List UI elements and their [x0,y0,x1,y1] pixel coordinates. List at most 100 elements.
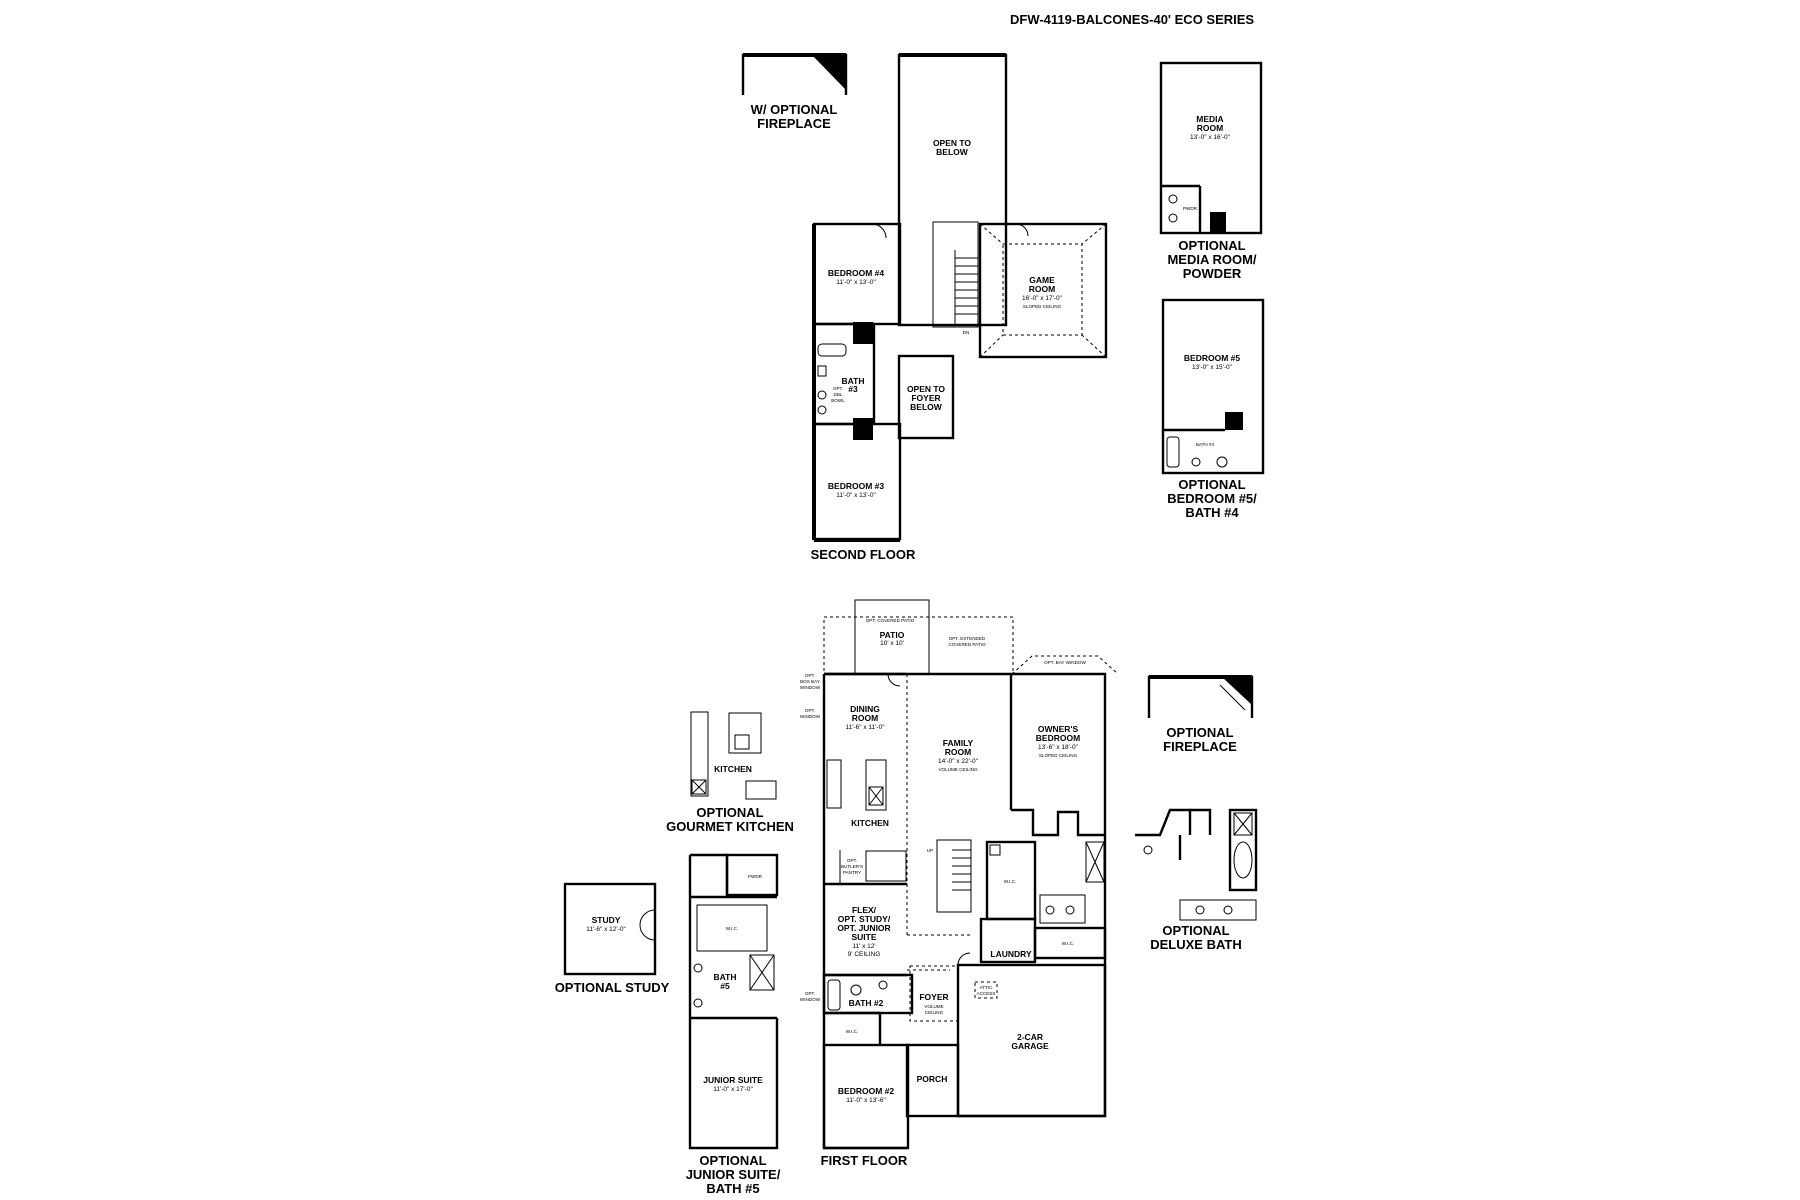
patio-dim: 10' x 10' [880,640,904,647]
open-to-below-area [897,53,1008,327]
bath-3-label-2: #3 [848,384,858,394]
kitchen-label: KITCHEN [851,818,889,828]
bath-3-label-1: BATH [842,376,865,386]
laundry [979,917,1037,964]
opt-junior-label-1: OPTIONAL [699,1153,766,1168]
opt-study-label: OPTIONAL STUDY [555,980,670,995]
media-pwdr-label: PWDR [1183,206,1198,211]
owners-label-1: OWNER'S [1038,724,1079,734]
open-below-label-2: BELOW [936,147,969,157]
opt-window-4: WINDOW [800,997,821,1002]
opt-window-3: OPT. [805,991,815,996]
dining-label-1: DINING [850,704,880,714]
opt-window-1: OPT. [805,708,815,713]
garage [956,963,1107,1118]
optional-gourmet-kitchen: KITCHEN OPTIONAL GOURMET KITCHEN [666,711,794,834]
game-room [978,222,1108,359]
bath-2-label: BATH #2 [849,998,884,1008]
gourmet-kitchen-label: KITCHEN [714,764,752,774]
bath-4-label: BATH #4 [1196,442,1215,447]
flex-label-3: OPT. JUNIOR [837,923,890,933]
foyer-note-1: VOLUME [924,1004,943,1009]
w-opt-fireplace-label-1: W/ OPTIONAL [751,102,838,117]
opt-media-label-3: POWDER [1183,266,1242,281]
open-foyer-label-3: BELOW [910,402,943,412]
patio-label: PATIO [880,630,905,640]
opt-box-bay-1: OPT. [805,673,815,678]
bedroom-2-label: BEDROOM #2 [838,1086,894,1096]
first-floor: OPT. COVERED PATIO PATIO 10' x 10' OPT. … [800,599,1119,1168]
bedroom-5-dim: 13'-0" x 15'-0" [1192,364,1233,371]
optional-bedroom-5: BEDROOM #5 13'-0" x 15'-0" BATH #4 OPTIO… [1161,298,1265,520]
bedroom-4-label: BEDROOM #4 [828,268,884,278]
bedroom-2-wic-label: W.I.C. [846,1029,859,1034]
opt-bay-label: OPT. BAY WINDOW [1044,660,1086,665]
game-room-note: SLOPED CEILING [1023,304,1062,309]
laundry-label: LAUNDRY [990,949,1032,959]
study-dim: 11'-6" x 12'-0" [586,926,626,933]
open-to-foyer [897,354,955,440]
opt-dbl-bowl-3: BOWL [831,398,845,403]
optional-media-room: MEDIA ROOM 13'-0" x 16'-0" PWDR OPTIONAL… [1159,61,1263,281]
foyer-note-2: CEILING [925,1010,944,1015]
opt-fireplace-label-2: FIREPLACE [1163,739,1237,754]
dining-label-2: ROOM [852,713,878,723]
family-label-2: ROOM [945,747,971,757]
flex-label-4: SUITE [851,932,876,942]
opt-fireplace-label-1: OPTIONAL [1166,725,1233,740]
junior-wic-label: W.I.C. [726,926,739,931]
optional-study: STUDY 11'-6" x 12'-0" OPTIONAL STUDY [555,882,670,995]
opt-deluxe-label-1: OPTIONAL [1162,923,1229,938]
opt-pantry-1: OPT. [847,858,857,863]
opt-extended-label-2: COVERED PATIO [948,642,986,647]
stair-dn-label: DN [963,330,970,335]
opt-extended-label-1: OPT. EXTENDED [949,636,986,641]
garage-label-2: GARAGE [1011,1041,1049,1051]
bedroom-4-dim: 11'-0" x 13'-0" [836,279,876,286]
attic-label-1: ATTIC [980,985,994,990]
opt-junior-label-3: BATH #5 [706,1181,759,1196]
opt-bed5-label-1: OPTIONAL [1178,477,1245,492]
flex-dim: 11' x 12' [852,943,875,950]
w-opt-fireplace-label-2: FIREPLACE [757,116,831,131]
junior-pwdr-label: PWDR [748,874,763,879]
opt-deluxe-label-2: DELUXE BATH [1150,937,1241,952]
second-floor-label: SECOND FLOOR [811,547,916,562]
flex-label-2: OPT. STUDY/ [838,914,891,924]
game-room-label-1: GAME [1029,275,1055,285]
flex-note: 9' CEILING [848,951,881,958]
open-foyer-label-2: FOYER [911,393,940,403]
bedroom-3-dim: 11'-0" x 13'-0" [836,492,876,499]
optional-fireplace: OPTIONAL FIREPLACE [1147,675,1254,754]
opt-pantry-2: BUTLER'S [841,864,863,869]
stair-up-label: UP [927,848,933,853]
junior-suite-dim: 11'-0" x 17'-0" [713,1086,753,1093]
garage-label-1: 2-CAR [1017,1032,1043,1042]
w-optional-fireplace: W/ OPTIONAL FIREPLACE [741,53,848,131]
game-room-label-2: ROOM [1029,284,1055,294]
media-room-label-2: ROOM [1197,123,1223,133]
second-floor: OPEN TO BELOW BEDROOM #4 11'-0" x 13'-0"… [811,53,1108,562]
bedroom-3-label: BEDROOM #3 [828,481,884,491]
opt-box-bay-2: BOX BAY [800,679,820,684]
opt-bed5-label-3: BATH #4 [1185,505,1239,520]
bedroom-5-label: BEDROOM #5 [1184,353,1240,363]
opt-junior-label-2: JUNIOR SUITE/ [686,1167,781,1182]
opt-dbl-bowl-2: DBL [834,392,843,397]
media-room-label-1: MEDIA [1196,114,1223,124]
game-room-dim: 16'-0" x 17'-0" [1022,295,1063,302]
opt-media-label-1: OPTIONAL [1178,238,1245,253]
opt-gourmet-label-1: OPTIONAL [696,805,763,820]
owners-label-2: BEDROOM [1036,733,1080,743]
owners-note: SLOPED CEILING [1039,753,1078,758]
opt-box-bay-3: WINDOW [800,685,821,690]
opt-dbl-bowl-1: OPT. [833,386,843,391]
family-dim: 14'-0" x 22'-0" [938,758,979,765]
family-note: VOLUME CEILING [938,767,977,772]
optional-deluxe-bath: OPTIONAL DELUXE BATH [1135,808,1258,952]
opt-covered-patio-label: OPT. COVERED PATIO [866,618,915,623]
opt-pantry-3: PANTRY [843,870,861,875]
first-floor-label: FIRST FLOOR [821,1153,908,1168]
bath-5-label-2: #5 [720,981,730,991]
